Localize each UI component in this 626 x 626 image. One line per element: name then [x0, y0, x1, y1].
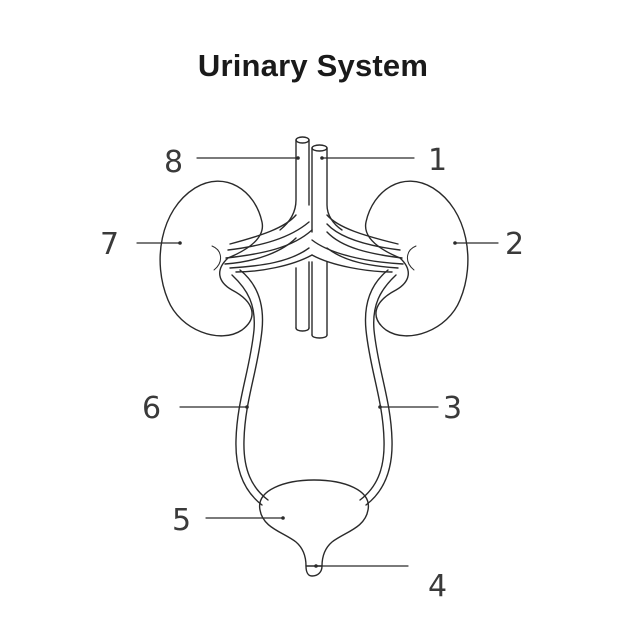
label-6: 6	[142, 391, 161, 426]
label-1: 1	[428, 143, 447, 178]
label-2: 2	[505, 227, 524, 262]
left-kidney	[159, 180, 264, 337]
leader-lines	[136, 157, 499, 567]
right-renal-vessels	[311, 214, 404, 273]
urethra	[305, 565, 323, 577]
label-4: 4	[428, 569, 447, 604]
right-kidney-hilum	[407, 245, 417, 271]
bladder	[259, 479, 369, 567]
aorta	[279, 136, 310, 332]
label-5: 5	[172, 503, 191, 538]
leader-dots	[178, 156, 457, 568]
diagram-title: Urinary System	[197, 48, 429, 83]
label-8: 8	[164, 145, 183, 180]
label-3: 3	[443, 391, 462, 426]
left-renal-vessels	[224, 214, 313, 273]
right-kidney	[364, 180, 469, 337]
vena-cava	[311, 144, 343, 339]
right-ureter	[359, 269, 397, 506]
label-7: 7	[100, 227, 119, 262]
left-ureter	[231, 269, 269, 506]
left-kidney-hilum	[211, 245, 221, 271]
